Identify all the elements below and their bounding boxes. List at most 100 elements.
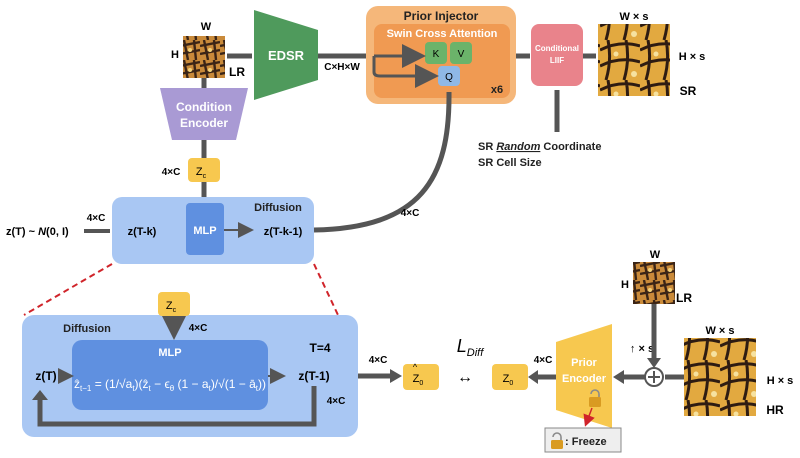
lr-bottom-image xyxy=(633,262,675,304)
condition-encoder-block xyxy=(160,88,248,140)
diffusion-bottom-title: Diffusion xyxy=(63,323,111,335)
swin-attention-title: Swin Cross Attention xyxy=(387,28,498,40)
four-c-loop-label: 4×C xyxy=(327,396,346,407)
lr-bottom-height-label: H xyxy=(621,279,629,291)
edsr-block xyxy=(254,10,318,100)
four-c-bottom-out-label: 4×C xyxy=(369,355,388,366)
edsr-label: EDSR xyxy=(268,48,305,63)
freeze-pointer xyxy=(583,407,595,427)
lr-width-label: W xyxy=(201,21,212,33)
zc-top-box xyxy=(188,158,220,182)
input-noise-label: z(T) ~ N(0, I) xyxy=(6,226,69,238)
update-equation: ẑt−1 = (1/√at)(ẑt − ϵθ (1 − at)/√(1 − āt… xyxy=(74,377,266,393)
z0-hat-main: Z xyxy=(413,373,420,385)
coord-prefix: SR xyxy=(478,141,496,153)
q-label: Q xyxy=(445,72,453,83)
hr-height-label: H × s xyxy=(767,375,794,387)
loop-back-arrowhead xyxy=(32,390,48,400)
cell-size-label: SR Cell Size xyxy=(478,157,542,169)
k-box xyxy=(425,42,447,64)
v-box xyxy=(450,42,472,64)
zc-bottom-box xyxy=(158,292,190,316)
v-label: V xyxy=(458,49,465,60)
zt-k-label: z(T-k) xyxy=(128,226,157,238)
arrowhead-plus-top xyxy=(647,358,661,368)
prior-injector-title: Prior Injector xyxy=(404,9,479,23)
equiv-arrow: ↔ xyxy=(457,369,473,386)
zc-top-label: Zc xyxy=(196,166,207,180)
feature-dim-label: C×H×W xyxy=(324,62,360,73)
mlp-bottom-box xyxy=(72,340,268,410)
lr-image xyxy=(183,36,225,78)
input-suffix: (0, I) xyxy=(46,226,69,238)
lr-bottom-label: LR xyxy=(676,291,692,305)
loop-back-arrow xyxy=(37,386,317,427)
zc-bottom-sub: c xyxy=(173,307,177,314)
arrow-feat-q xyxy=(372,56,439,88)
conditional-liif-block xyxy=(531,24,583,86)
mlp-bottom-label: MLP xyxy=(158,347,181,359)
q-box xyxy=(438,66,460,86)
zc-bottom-main: Z xyxy=(166,300,173,312)
sr-height-label: H × s xyxy=(679,51,706,63)
z0-sub: 0 xyxy=(509,380,513,387)
coord-italic: Random xyxy=(496,141,540,153)
diffusion-middle-title: Diffusion xyxy=(254,202,302,214)
t-equals-label: T=4 xyxy=(309,341,330,355)
k-label: K xyxy=(433,49,440,60)
z0-box xyxy=(492,364,528,390)
four-c-out-label: 4×C xyxy=(401,208,420,219)
zt1-bottom-label: z(T-1) xyxy=(298,369,329,383)
zoom-line-right xyxy=(313,263,339,316)
four-c-zc-label: 4×C xyxy=(189,323,208,334)
z0-hat-box xyxy=(403,364,439,390)
arrowhead-z0hat xyxy=(390,369,402,383)
hr-image xyxy=(684,338,756,416)
zoom-line-left xyxy=(23,263,113,316)
hr-width-label: W × s xyxy=(705,325,734,337)
z0-hat-label: Z0 xyxy=(413,373,424,387)
arrowhead-encoder xyxy=(613,370,624,384)
zc-top-main: Z xyxy=(196,166,203,178)
lr-height-label: H xyxy=(171,49,179,61)
loss-main: L xyxy=(457,336,467,356)
z0-label: Z0 xyxy=(503,373,514,387)
arrow-diffusion-q xyxy=(313,91,452,233)
hr-label: HR xyxy=(766,403,784,417)
freeze-label: : Freeze xyxy=(565,436,607,448)
zc-top-sub: c xyxy=(203,173,207,180)
sr-image xyxy=(598,24,670,96)
lr-label: LR xyxy=(229,65,245,79)
upsample-label: ↑ × s xyxy=(630,343,654,355)
repeat-label: x6 xyxy=(491,84,503,96)
sr-label: SR xyxy=(680,84,697,98)
arrowhead-z0 xyxy=(528,370,538,384)
coord-suffix: Coordinate xyxy=(540,141,601,153)
four-c-in-label: 4×C xyxy=(87,213,106,224)
prior-encoder-line2: Encoder xyxy=(562,373,607,385)
loss-sub: Diff xyxy=(467,347,484,359)
lock-legend-icon xyxy=(551,432,563,449)
input-n: N xyxy=(38,226,47,238)
lock-icon xyxy=(589,389,601,407)
prior-encoder-line1: Prior xyxy=(571,357,597,369)
lr-bottom-width-label: W xyxy=(650,249,661,261)
zc-bottom-label: Zc xyxy=(166,300,177,314)
coordinate-label: SR Random Coordinate xyxy=(478,141,601,153)
loss-label: LDiff xyxy=(457,336,484,359)
z0-hat-caret: ^ xyxy=(413,362,418,372)
condition-encoder-line2: Encoder xyxy=(180,116,228,130)
z0-hat-sub: 0 xyxy=(419,380,423,387)
zt-bottom-label: z(T) xyxy=(35,369,56,383)
four-c-pe-label: 4×C xyxy=(534,355,553,366)
mlp-middle-box xyxy=(186,203,224,255)
four-c-top-label: 4×C xyxy=(162,167,181,178)
condition-encoder-line1: Condition xyxy=(176,100,232,114)
liif-label-line1: Conditional xyxy=(535,44,579,53)
sr-width-label: W × s xyxy=(619,11,648,23)
mlp-middle-label: MLP xyxy=(193,225,216,237)
liif-label-line2: LIIF xyxy=(550,56,564,65)
input-prefix: z(T) ~ xyxy=(6,226,38,238)
zt-k1-label: z(T-k-1) xyxy=(264,226,303,238)
